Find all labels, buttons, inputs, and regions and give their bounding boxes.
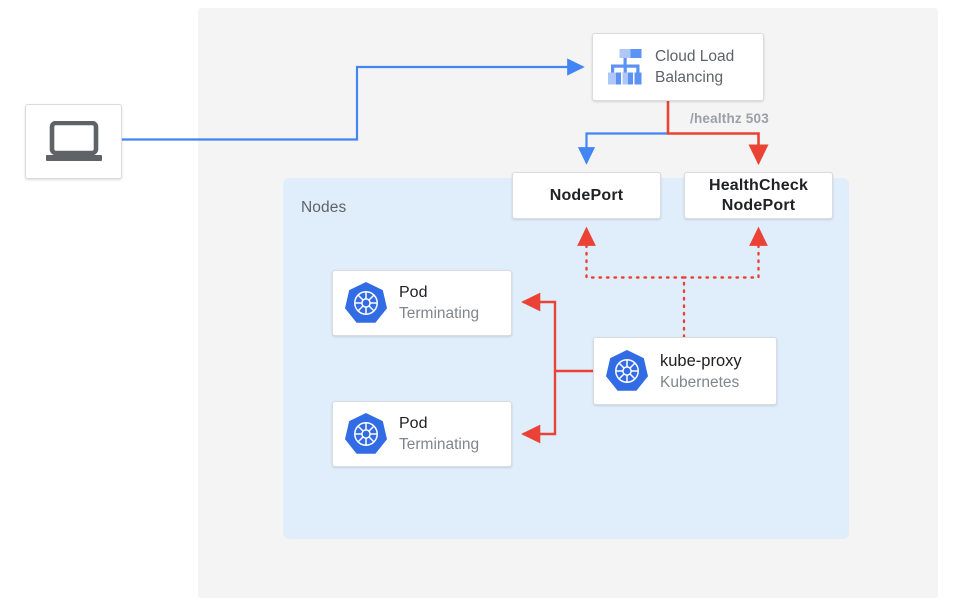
kubernetes-icon [345,413,387,454]
pod-node-1[interactable]: Pod Terminating [332,270,512,336]
healthcheck-nodeport-label-line1: HealthCheck [708,176,809,194]
cloud-load-balancing-title-line2: Balancing [655,69,724,86]
cloud-load-balancing-label: Cloud Load Balancing [655,46,734,88]
healthz-edge-label: /healthz 503 [690,111,769,126]
cloud-load-balancing-title-line1: Cloud Load [655,48,735,65]
healthcheck-nodeport-label-line2: NodePort [721,196,796,214]
healthcheck-nodeport-label: HealthCheck NodePort [685,173,832,218]
kubernetes-icon [606,350,648,391]
pod-node-2[interactable]: Pod Terminating [332,401,512,467]
pod-title-2: Pod [399,415,428,432]
laptop-icon [45,120,102,161]
pod-label-2: Pod Terminating [399,413,479,455]
cloud-load-balancing-icon [608,49,642,85]
pod-label-1: Pod Terminating [399,282,479,324]
cloud-load-balancing-node[interactable]: Cloud Load Balancing [592,33,764,101]
nodeport-label-line1: NodePort [549,186,624,204]
pod-status-2: Terminating [399,436,480,453]
nodes-region-label: Nodes [301,199,347,216]
kubernetes-icon [345,282,387,323]
kube-proxy-node[interactable]: kube-proxy Kubernetes [593,337,777,405]
kube-proxy-title: kube-proxy [660,351,742,370]
client-node[interactable] [25,104,122,179]
nodeport-label: NodePort [513,173,660,218]
healthcheck-nodeport-node[interactable]: HealthCheck NodePort [684,172,833,219]
kube-proxy-label: kube-proxy Kubernetes [660,350,742,393]
nodeport-node[interactable]: NodePort [512,172,661,219]
pod-status-1: Terminating [399,305,480,322]
pod-title-1: Pod [399,284,428,301]
kube-proxy-subtitle: Kubernetes [660,373,740,391]
